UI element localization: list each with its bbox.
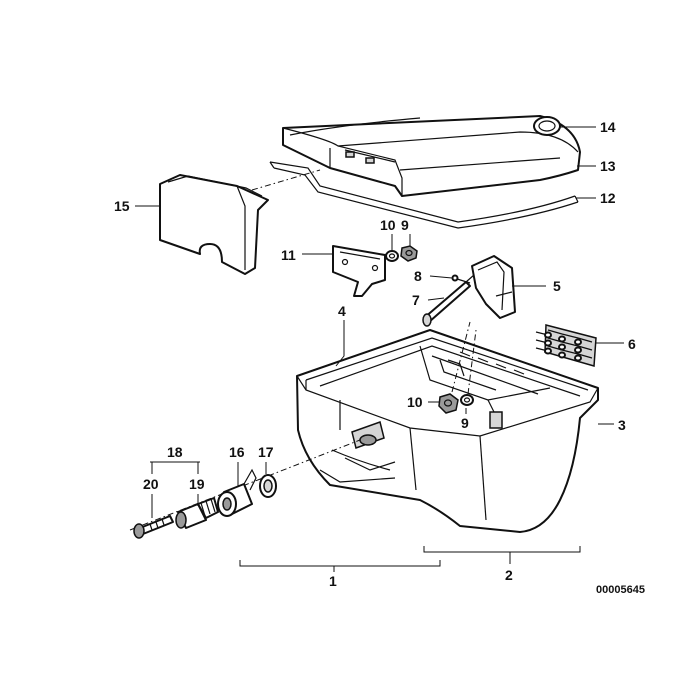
bolt-strip	[535, 324, 597, 367]
washer-11	[385, 250, 399, 262]
callout-8: 8	[414, 268, 422, 284]
latch-hook	[471, 255, 516, 319]
callout-labels: 14 13 12 15 11 10 9 8 7 5 6 4 3 10 9 18 …	[114, 119, 645, 596]
side-panel	[159, 169, 321, 275]
callout-6: 6	[628, 336, 636, 352]
callout-7: 7	[412, 292, 420, 308]
callout-3: 3	[618, 417, 626, 433]
callout-10-upper: 9	[401, 217, 409, 233]
lever-rod	[422, 274, 475, 327]
callout-15: 14	[600, 119, 616, 135]
callout-18: 17	[258, 444, 274, 460]
seal	[269, 161, 579, 229]
cap	[533, 116, 561, 136]
callout-20: 19	[189, 476, 205, 492]
nut-10-upper	[400, 245, 418, 262]
lock-housing-17	[217, 468, 257, 517]
callout-21: 20	[143, 476, 159, 492]
callout-16: 15	[114, 198, 130, 214]
callout-11: 10	[380, 217, 396, 233]
leader-lines	[135, 126, 624, 572]
case-body	[296, 329, 599, 533]
callout-14: 13	[600, 158, 616, 174]
gasket-18	[259, 474, 277, 498]
callout-5: 5	[553, 278, 561, 294]
callout-17: 16	[229, 444, 245, 460]
lid	[282, 115, 581, 197]
callout-2: 2	[505, 567, 513, 583]
callout-1: 1	[329, 573, 337, 589]
callout-10-lower: 10	[407, 394, 423, 410]
screw-21	[133, 515, 174, 539]
lock-cylinder-20	[175, 497, 219, 529]
nut-10-lower	[438, 393, 459, 414]
washer-9	[460, 394, 474, 406]
callout-19: 18	[167, 444, 183, 460]
drawing-number: 00005645	[596, 584, 645, 596]
callout-13: 12	[600, 190, 616, 206]
callout-12: 11	[281, 247, 296, 263]
callout-9: 9	[461, 415, 469, 431]
bracket	[332, 245, 386, 297]
pin	[451, 274, 471, 284]
callout-4: 4	[338, 303, 346, 319]
